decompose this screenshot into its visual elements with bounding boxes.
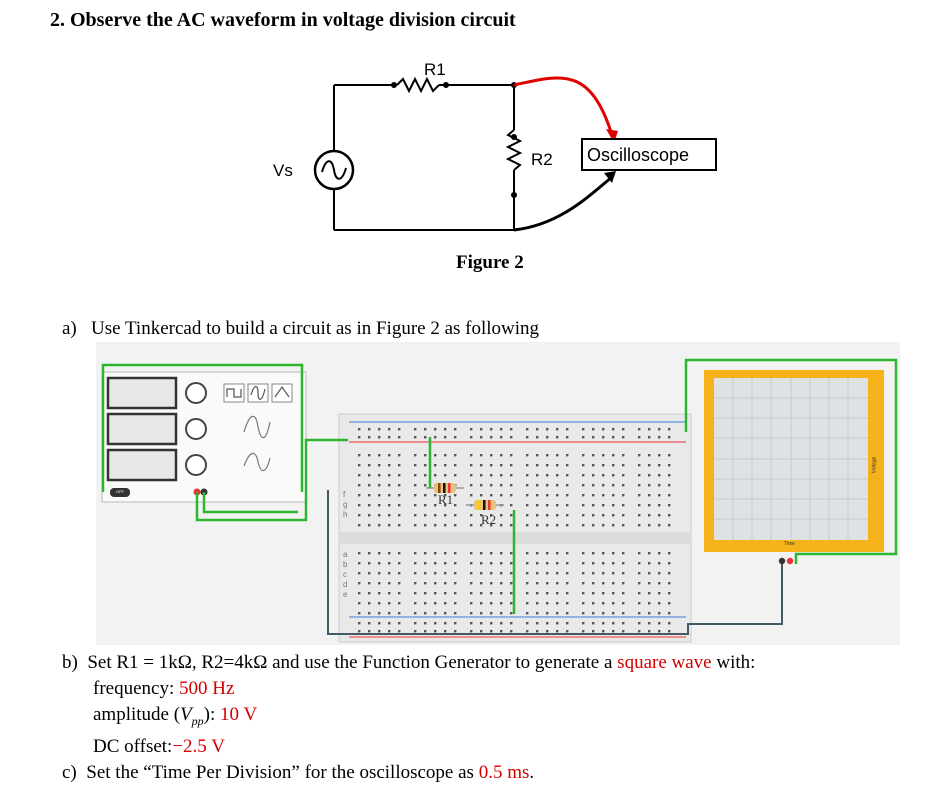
scope-voltage-label: Voltage (871, 456, 878, 474)
probe-wire-black (513, 175, 613, 232)
part-a-instruction: Use Tinkercad to build a circuit as in F… (91, 318, 540, 339)
green-wires (101, 358, 898, 614)
resistor-r2-symbol (505, 129, 523, 171)
resistor-r1-symbol (396, 76, 440, 94)
section-heading: 2. Observe the AC waveform in voltage di… (50, 9, 516, 31)
vs-label: Vs (273, 161, 293, 180)
part-c-line: c) Set the “Time Per Division” for the o… (62, 761, 535, 783)
dc-offset-line: DC offset:−2.5 V (93, 735, 225, 757)
probe-wire-red (513, 76, 614, 136)
tinkercad-r1-label: R1 (438, 492, 454, 507)
frequency-line: frequency: 500 Hz (93, 678, 235, 699)
r2-label: R2 (531, 150, 553, 169)
tinkercad-r2-label: R2 (481, 512, 497, 527)
tinkercad-oscilloscope (704, 370, 884, 565)
part-a-marker: a) (62, 318, 77, 339)
part-b-c-text: b) Set R1 = 1kΩ, R2=4kΩ and use the Func… (62, 650, 755, 786)
oscilloscope-label: Oscilloscope (587, 145, 690, 165)
fg-off-label: OFF (116, 489, 124, 494)
resistor-r2-component (466, 500, 504, 510)
figure-caption: Figure 2 (456, 252, 524, 273)
part-b-line1: b) Set R1 = 1kΩ, R2=4kΩ and use the Func… (62, 652, 756, 673)
resistor-r1-component (426, 483, 464, 493)
function-generator (101, 371, 307, 503)
part-a-text: a) Use Tinkercad to build a circuit as i… (62, 318, 539, 340)
scope-time-label: Time (784, 541, 795, 547)
oscilloscope-box (581, 138, 717, 171)
r1-label: R1 (424, 60, 446, 79)
amplitude-line: amplitude (Vpp): 10 V (93, 704, 258, 728)
figure-2-schematic (313, 76, 717, 232)
